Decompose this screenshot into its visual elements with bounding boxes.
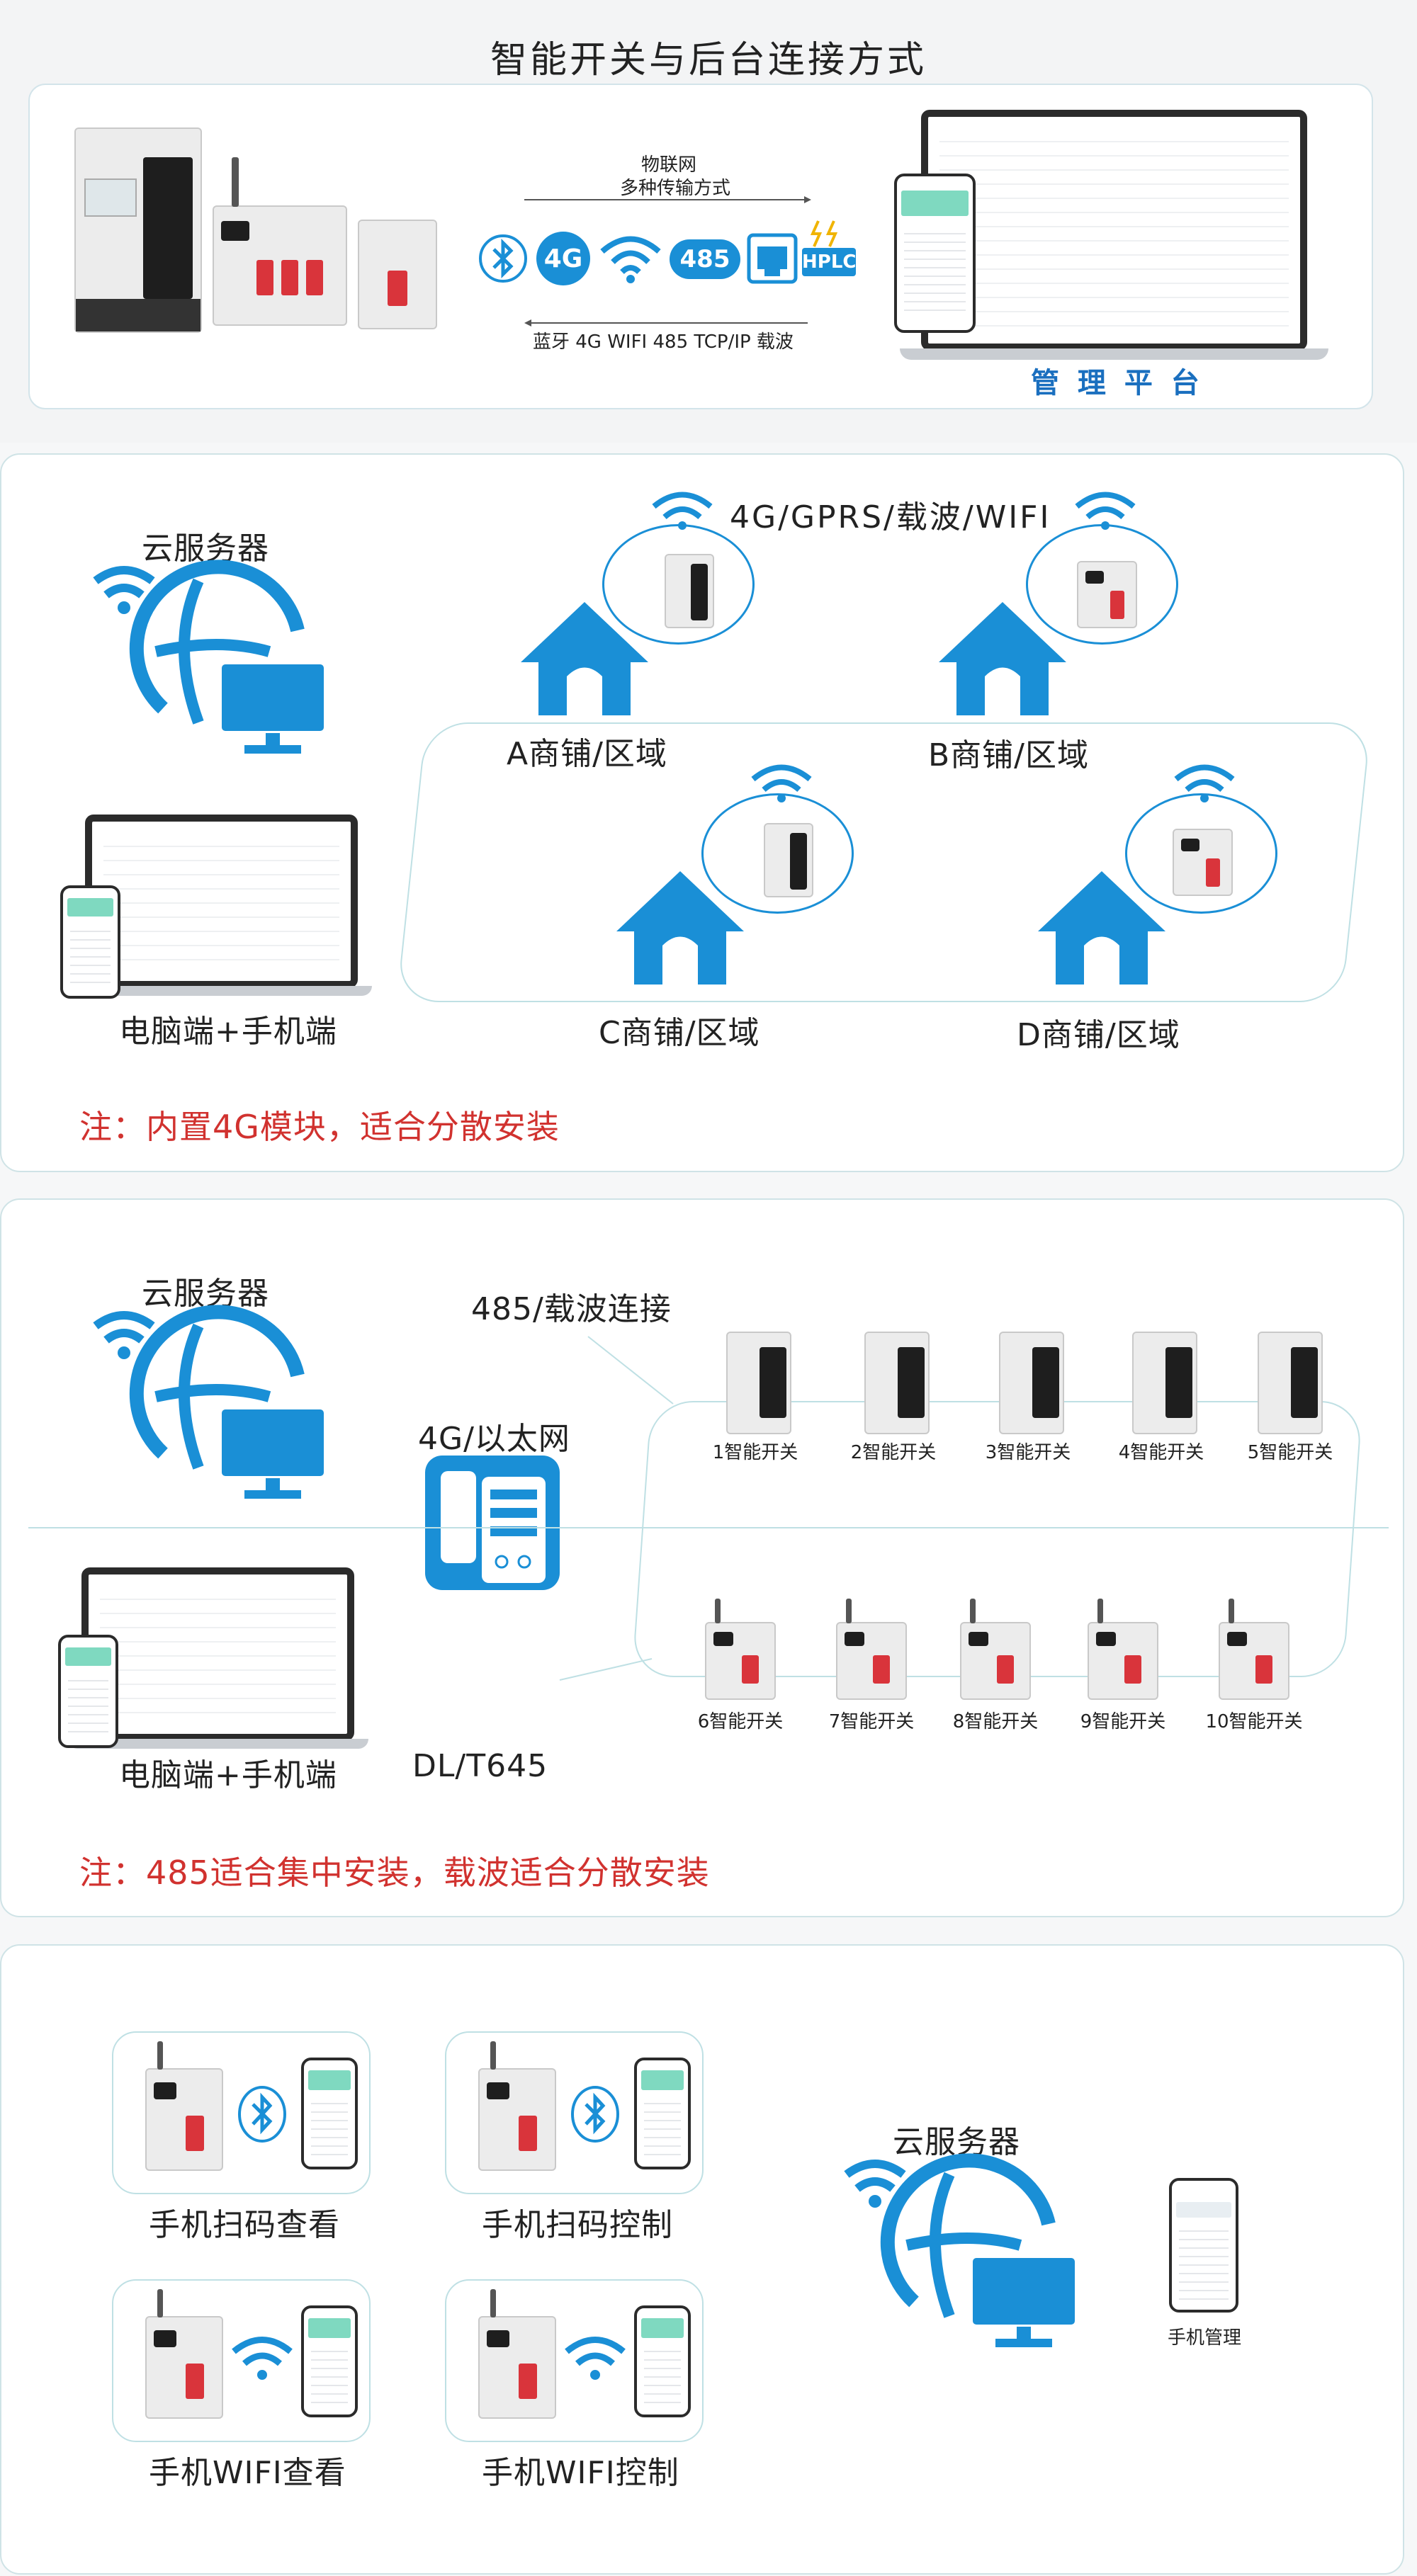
client-phone-1 bbox=[60, 885, 120, 999]
card1-breaker-image bbox=[145, 2041, 223, 2171]
network-label: 4G/GPRS/载波/WIFI bbox=[730, 499, 1051, 535]
platform-label: 管 理 平 台 bbox=[1031, 367, 1204, 399]
house-c-icon bbox=[616, 871, 744, 985]
card4-breaker-image bbox=[478, 2289, 556, 2419]
4g-badge-label: 4G bbox=[543, 244, 583, 273]
gateway-icon bbox=[425, 1456, 560, 1590]
device-d-image bbox=[1173, 829, 1233, 896]
switch-6-image bbox=[705, 1599, 776, 1700]
bluetooth-icon bbox=[479, 234, 527, 283]
cloud-server-label: 云服务器 bbox=[142, 530, 269, 567]
device-b-image bbox=[1077, 561, 1137, 628]
cloud-server-label-2: 云服务器 bbox=[142, 1276, 269, 1312]
section2-note: 注：485适合集中安装，载波适合分散安装 bbox=[79, 1854, 710, 1892]
backward-arrow bbox=[524, 319, 808, 327]
card3-label: 手机WIFI查看 bbox=[149, 2455, 346, 2491]
switch-1-image bbox=[726, 1332, 791, 1434]
management-phone-2 bbox=[1169, 2178, 1238, 2313]
switch-3-image bbox=[999, 1332, 1064, 1434]
phone-management-label: 手机管理 bbox=[1168, 2327, 1242, 2349]
switch-6-label: 6智能开关 bbox=[697, 1711, 784, 1732]
switch-5-image bbox=[1258, 1332, 1323, 1434]
connection-lines bbox=[28, 1336, 1389, 1681]
page-title: 智能开关与后台连接方式 bbox=[490, 39, 927, 81]
wifi-c-icon bbox=[751, 764, 812, 802]
card1-phone bbox=[301, 2058, 358, 2169]
switch-4-image bbox=[1132, 1332, 1197, 1434]
shop-d-label: D商铺/区域 bbox=[1017, 1017, 1180, 1053]
client-laptop-base-2 bbox=[67, 1739, 368, 1749]
wifi-a-icon bbox=[652, 492, 713, 530]
card1-bluetooth-icon bbox=[238, 2086, 286, 2143]
molded-case-breaker-image bbox=[74, 127, 202, 333]
shop-c-label: C商铺/区域 bbox=[599, 1015, 760, 1051]
wifi-b-icon bbox=[1075, 492, 1136, 530]
shop-b-label: B商铺/区域 bbox=[928, 737, 1090, 773]
card1-label: 手机扫码查看 bbox=[149, 2207, 340, 2243]
hplc-badge: HPLC bbox=[802, 248, 856, 276]
house-d-icon bbox=[1038, 871, 1165, 985]
management-phone bbox=[894, 174, 976, 333]
card3-breaker-image bbox=[145, 2289, 223, 2419]
switch-8-label: 8智能开关 bbox=[952, 1711, 1039, 1732]
device-a-image bbox=[665, 554, 714, 628]
bus-label: 485/载波连接 bbox=[471, 1291, 672, 1327]
client-laptop-screen-2 bbox=[81, 1567, 354, 1741]
card2-breaker-image bbox=[478, 2041, 556, 2171]
4g-badge-circle bbox=[536, 232, 590, 285]
switch-7-image bbox=[836, 1599, 907, 1700]
switch-1-label: 1智能开关 bbox=[712, 1442, 798, 1463]
switch-2-label: 2智能开关 bbox=[850, 1442, 937, 1463]
cloud-server-icon bbox=[93, 560, 328, 754]
switch-3-label: 3智能开关 bbox=[985, 1442, 1071, 1463]
switch-9-label: 9智能开关 bbox=[1080, 1711, 1166, 1732]
house-a-icon bbox=[521, 602, 648, 715]
section1-note: 注：内置4G模块，适合分散安装 bbox=[79, 1108, 560, 1146]
client-phone-2 bbox=[58, 1635, 118, 1748]
smart-breaker-image bbox=[213, 157, 347, 326]
wifi-icon bbox=[600, 236, 661, 283]
header-section: 智能开关与后台连接方式 物联网 多种传输方式 4G 485 bbox=[0, 0, 1417, 443]
management-laptop-screen bbox=[921, 110, 1307, 351]
cloud-server-icon-3 bbox=[844, 2153, 1079, 2347]
card3-phone bbox=[301, 2305, 358, 2417]
switch-7-label: 7智能开关 bbox=[828, 1711, 915, 1732]
shop-a-label: A商铺/区域 bbox=[507, 736, 667, 772]
cloud-server-label-3: 云服务器 bbox=[893, 2124, 1020, 2160]
device-c-image bbox=[764, 823, 813, 897]
client-laptop-screen-1 bbox=[85, 815, 358, 988]
card4-phone bbox=[634, 2305, 691, 2417]
iot-label: 物联网 bbox=[641, 154, 697, 176]
card4-label: 手机WIFI控制 bbox=[482, 2455, 679, 2491]
wifi-d-icon bbox=[1174, 764, 1235, 802]
switch-4-label: 4智能开关 bbox=[1118, 1442, 1204, 1463]
switch-5-label: 5智能开关 bbox=[1247, 1442, 1333, 1463]
multi-transmission-label: 多种传输方式 bbox=[620, 178, 731, 199]
cloud-server-icon-2 bbox=[93, 1305, 328, 1499]
switch-8-image bbox=[960, 1599, 1031, 1700]
carrier-lightning-icon bbox=[810, 220, 838, 247]
card2-label: 手机扫码控制 bbox=[482, 2207, 673, 2243]
card2-bluetooth-icon bbox=[571, 2086, 619, 2143]
card3-wifi-icon bbox=[232, 2337, 293, 2380]
house-b-icon bbox=[939, 602, 1066, 715]
client-laptop-base-1 bbox=[71, 986, 372, 996]
management-laptop-base bbox=[900, 348, 1328, 360]
485-badge: 485 bbox=[670, 239, 740, 279]
gateway-label: 4G/以太网 bbox=[418, 1421, 570, 1457]
switch-2-image bbox=[864, 1332, 930, 1434]
client-label-1: 电脑端+手机端 bbox=[119, 1014, 337, 1050]
card4-wifi-icon bbox=[565, 2337, 626, 2380]
switch-9-image bbox=[1088, 1599, 1158, 1700]
forward-arrow bbox=[524, 196, 811, 203]
ethernet-port-icon bbox=[747, 233, 798, 284]
switch-10-image bbox=[1219, 1599, 1289, 1700]
client-label-2: 电脑端+手机端 bbox=[119, 1757, 337, 1793]
protocol-label: DL/T645 bbox=[412, 1748, 548, 1784]
card2-phone bbox=[634, 2058, 691, 2169]
compact-breaker-image bbox=[358, 220, 437, 329]
switch-10-label: 10智能开关 bbox=[1205, 1711, 1303, 1732]
transmission-methods-label: 蓝牙 4G WIFI 485 TCP/IP 载波 bbox=[533, 331, 794, 353]
